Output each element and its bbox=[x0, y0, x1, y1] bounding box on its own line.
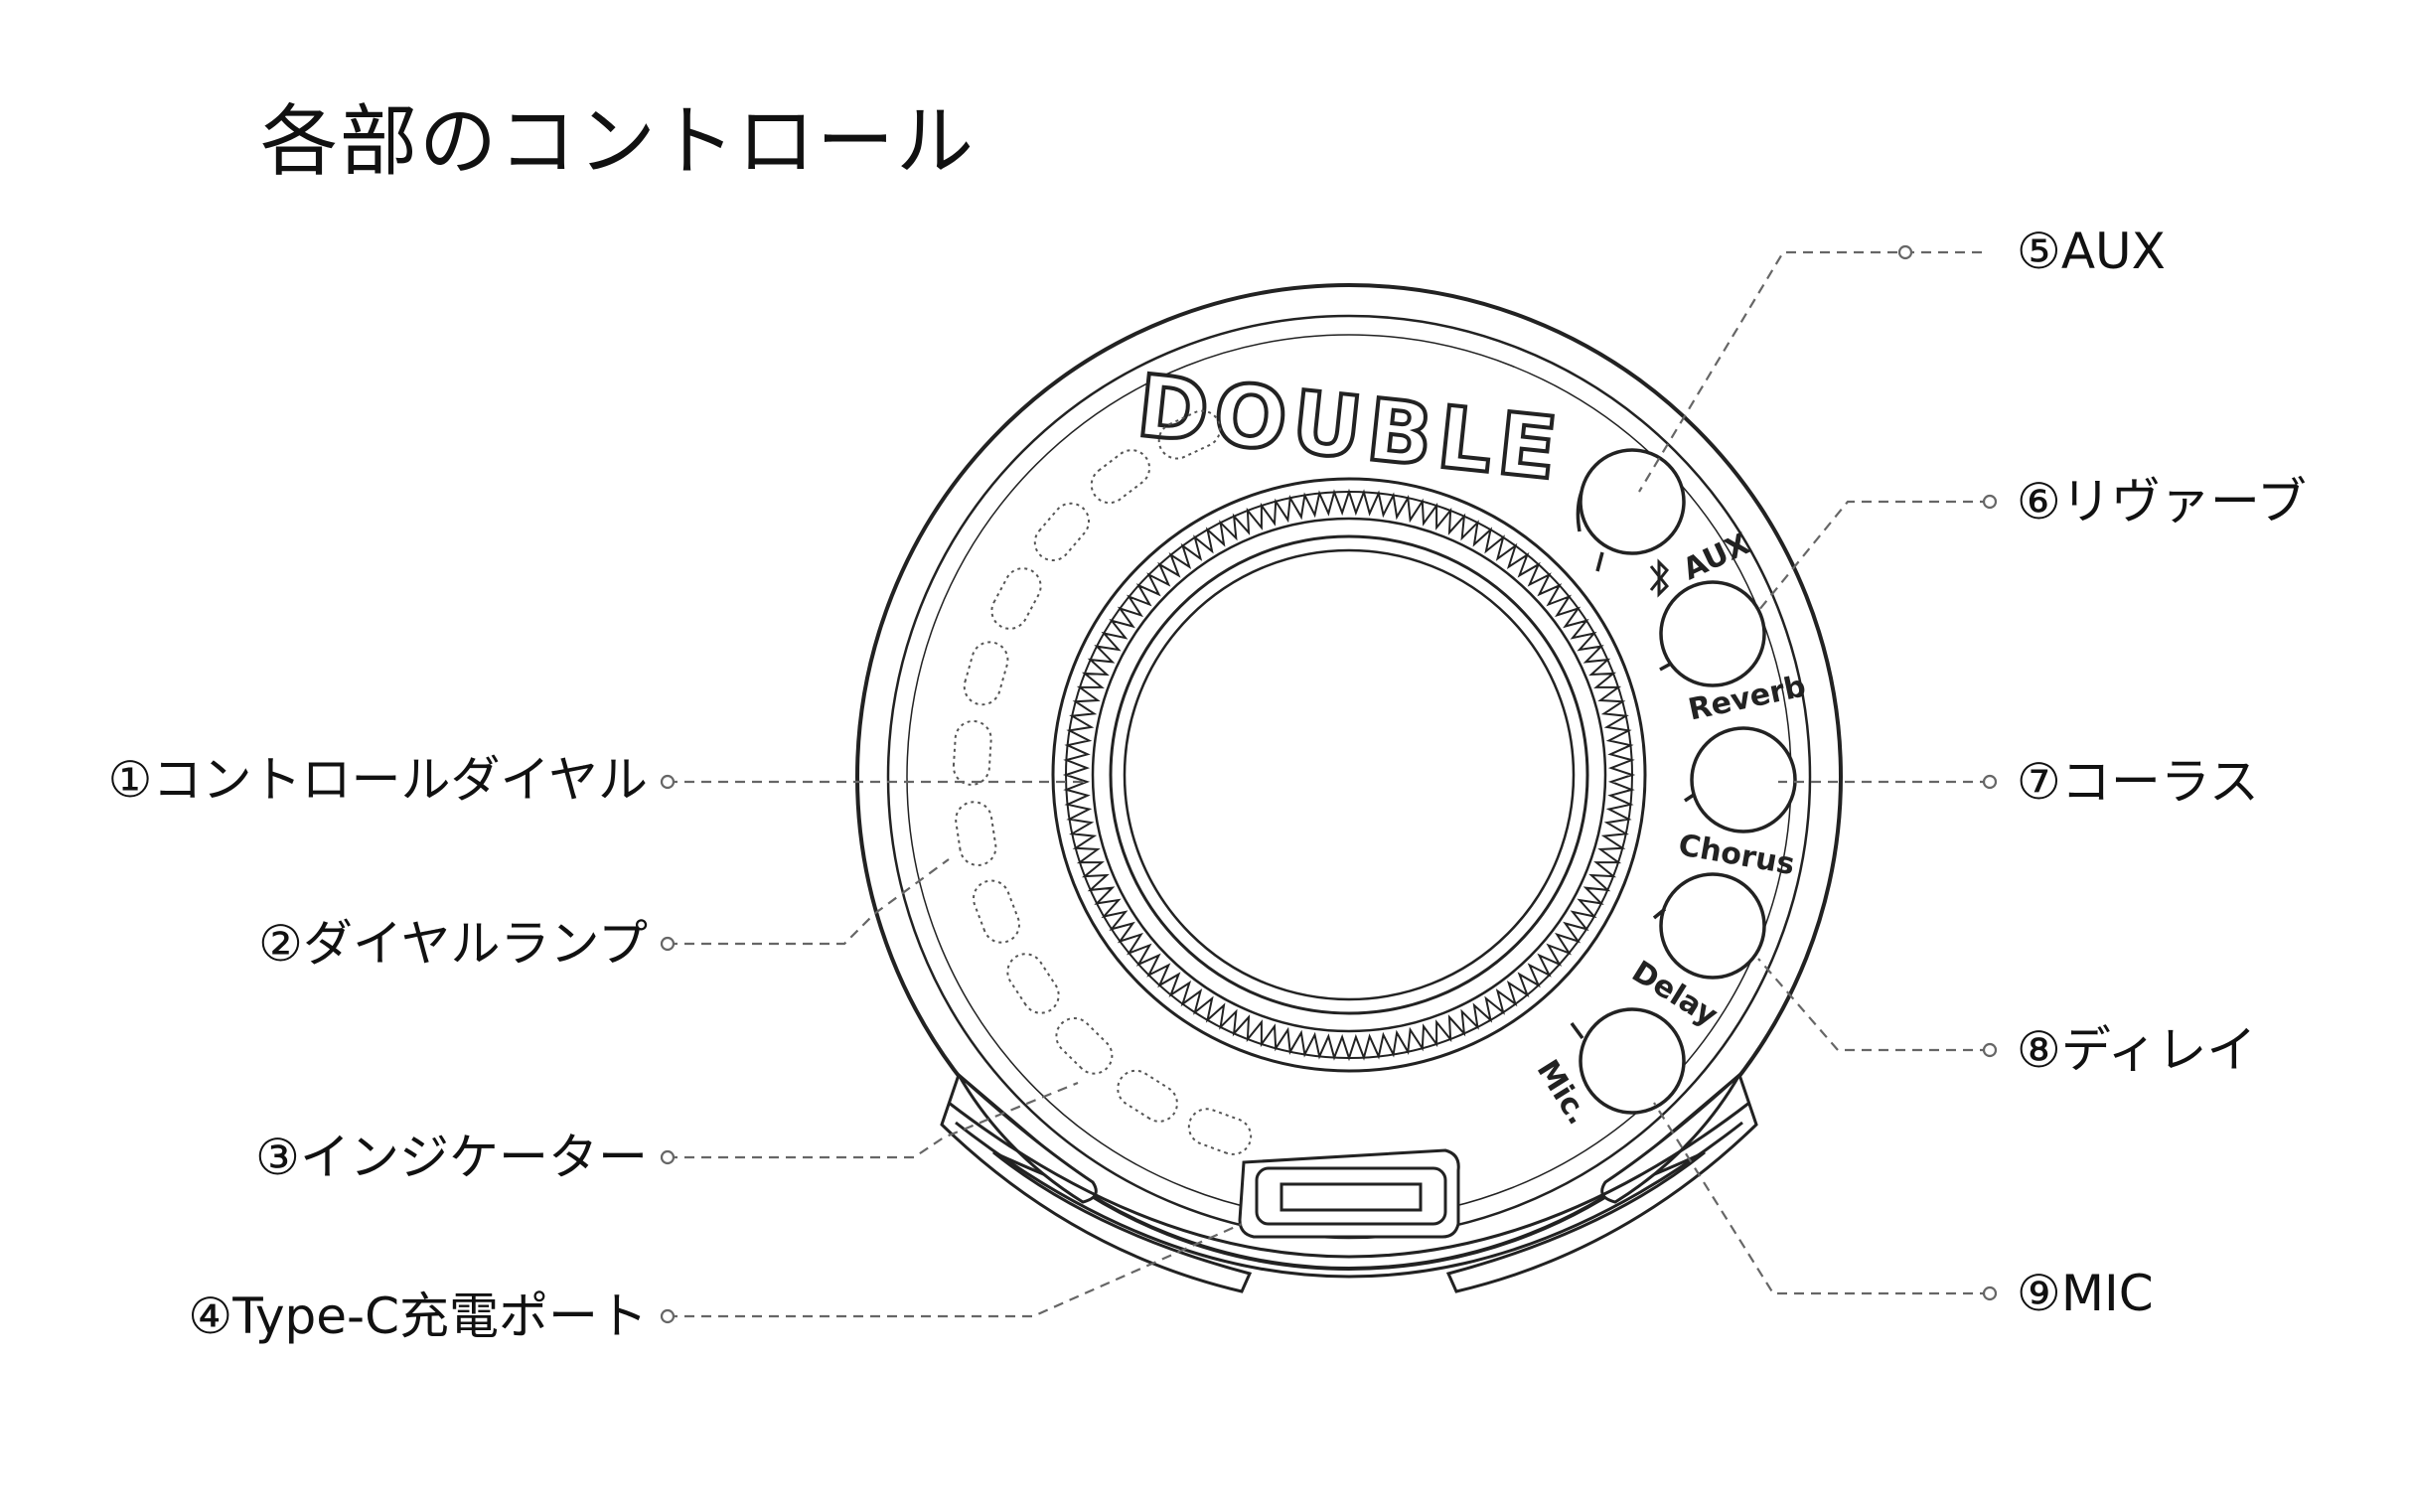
dial-lamp bbox=[1090, 449, 1151, 505]
callout-control-dial: ①コントロールダイヤル bbox=[107, 751, 648, 809]
dial-knurling bbox=[1062, 488, 1636, 1062]
dial-lamp bbox=[952, 719, 992, 786]
stand-right bbox=[1445, 1072, 1758, 1293]
page-title: 各部のコントロール bbox=[260, 97, 977, 187]
indicator-lamp bbox=[1187, 1108, 1253, 1155]
chorus-button[interactable] bbox=[1684, 726, 1797, 833]
leader-endpoints bbox=[660, 244, 1998, 1324]
callout-dial-lamp: ②ダイヤルランプ bbox=[258, 915, 648, 973]
dial-teeth-path bbox=[1062, 488, 1636, 1062]
callout-delay: ⑧ディレイ bbox=[2017, 1021, 2257, 1079]
delay-button[interactable] bbox=[1652, 872, 1766, 980]
callout-aux: ⑤AUX bbox=[2017, 223, 2166, 280]
dial-lamp bbox=[1157, 409, 1222, 460]
stand-left bbox=[940, 1072, 1253, 1293]
chorus-label: Chorus bbox=[1676, 828, 1797, 882]
dial-lamp bbox=[1006, 953, 1060, 1014]
leader-lines bbox=[668, 250, 1990, 1318]
bluetooth-icon bbox=[1649, 558, 1670, 598]
dial-lamp bbox=[963, 641, 1009, 706]
usb-c-port[interactable] bbox=[1238, 1148, 1460, 1239]
bottom-rim bbox=[948, 1101, 1750, 1279]
dial-lamp bbox=[990, 567, 1042, 630]
control-dial[interactable] bbox=[1051, 477, 1647, 1073]
mic-button[interactable] bbox=[1570, 1007, 1686, 1115]
dial-lamps bbox=[952, 409, 1253, 1155]
callout-type-c-port: ④Type-C充電ポート bbox=[188, 1287, 648, 1345]
dial-lamp bbox=[1055, 1016, 1114, 1075]
dial-lamp bbox=[1033, 502, 1090, 562]
callout-mic: ⑨MIC bbox=[2017, 1265, 2154, 1322]
callout-chorus: ⑦コーラス bbox=[2017, 753, 2259, 811]
callout-indicator: ③インジケーター bbox=[255, 1129, 648, 1186]
reverb-button[interactable] bbox=[1659, 580, 1766, 687]
dial-lamp bbox=[955, 801, 997, 866]
dial-lamp bbox=[973, 879, 1020, 944]
aux-button[interactable] bbox=[1576, 448, 1686, 572]
dial-lamp bbox=[1117, 1069, 1178, 1123]
callout-reverb: ⑥リヴァーブ bbox=[2017, 473, 2307, 530]
